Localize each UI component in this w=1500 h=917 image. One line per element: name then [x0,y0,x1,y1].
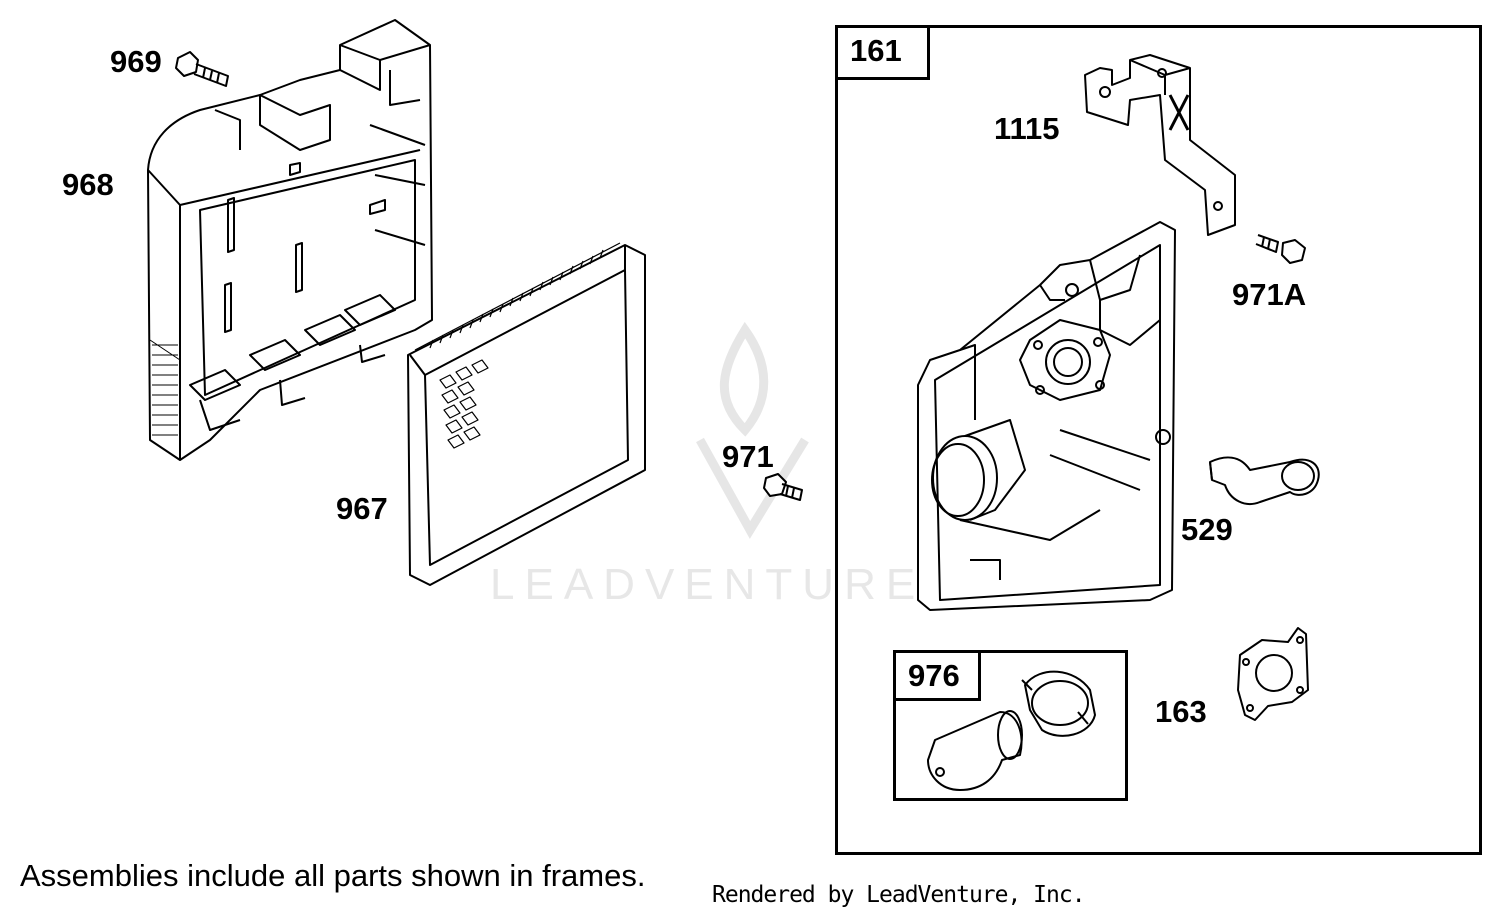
elbow-tube-529-icon [1209,456,1320,505]
watermark-text: LEADVENTURE [490,560,926,609]
plug-and-clamp-976-icon [927,670,1096,791]
assembly-frame-161 [835,25,1482,855]
callout-971a: 971A [1232,277,1307,312]
air-cleaner-base-icon [917,221,1176,611]
air-filter-967-icon [407,242,646,586]
gasket-163-icon [1237,627,1309,721]
screw-971-icon [763,473,803,501]
assembly-tag-161: 161 [835,25,930,80]
callout-163: 163 [1155,694,1207,729]
callout-969: 969 [110,44,162,79]
bracket-1115-icon [1084,54,1236,236]
callout-968: 968 [62,167,114,202]
screw-971a-icon [1255,234,1306,264]
rendered-by-credit: Rendered by LeadVenture, Inc. [712,882,1086,908]
callout-967: 967 [336,491,388,526]
assemblies-note: Assemblies include all parts shown in fr… [20,858,646,893]
screw-969-icon [175,51,229,87]
assembly-frame-976 [893,650,1128,801]
callout-971: 971 [722,439,774,474]
air-cleaner-cover-968-icon [147,19,433,461]
assembly-tag-976: 976 [893,650,981,701]
callout-1115: 1115 [994,111,1060,146]
callout-529: 529 [1181,512,1233,547]
